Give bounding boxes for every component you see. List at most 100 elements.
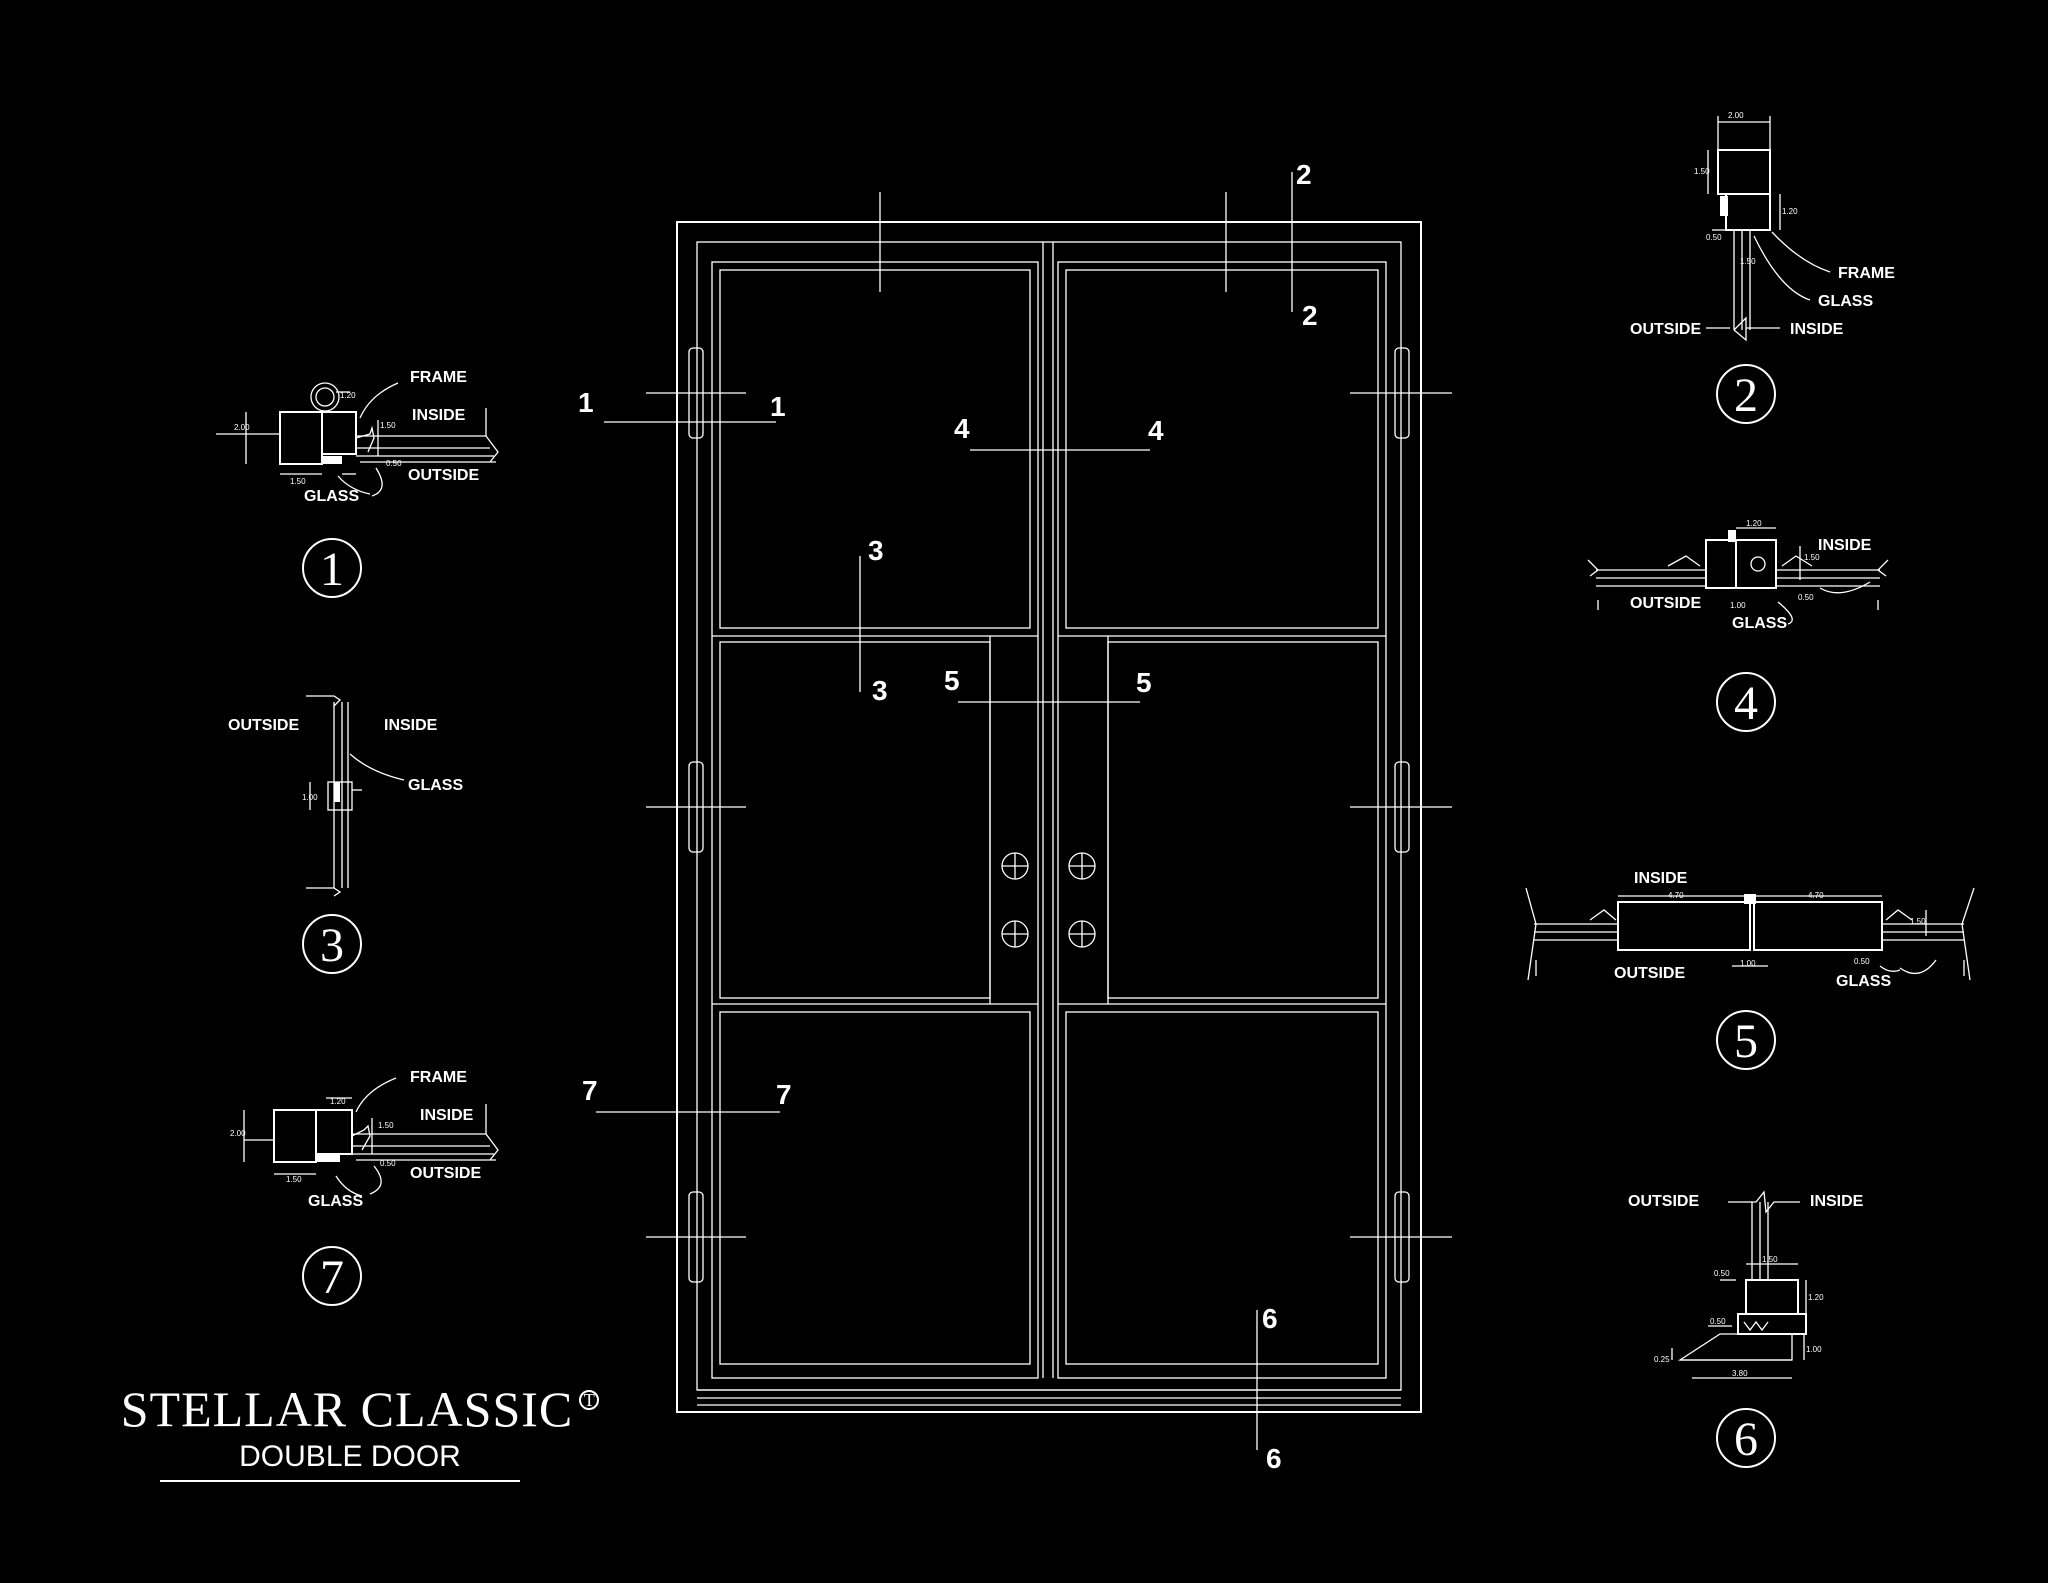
door-handles	[1001, 852, 1096, 948]
d5-dim-b: 4.70	[1808, 891, 1824, 900]
d7-outside-label: OUTSIDE	[410, 1165, 481, 1182]
detail-6: 1.50 0.50 1.20 0.50 1.00 0.25 3.80 OUTSI…	[1628, 1190, 1864, 1468]
subtitle: DOUBLE DOOR	[239, 1440, 461, 1473]
marker-6-a: 6	[1262, 1303, 1278, 1334]
d1-frame-label: FRAME	[410, 369, 467, 386]
detail-7: 1.20 1.50 0.50 1.50 2.00 FRAME INSIDE OU…	[230, 1069, 499, 1306]
d4-dim-b: 1.50	[1804, 553, 1820, 562]
d5-glass-label: GLASS	[1836, 973, 1891, 990]
elevation-markers: 1 1 2 2 3 3 4 4 5 5 6 6 7 7	[578, 159, 1318, 1474]
marker-3-a: 3	[868, 535, 884, 566]
d5-outside-label: OUTSIDE	[1614, 965, 1685, 982]
title-underline	[160, 1480, 520, 1482]
d3-dim-a: 1.00	[302, 793, 318, 802]
right-leaf	[1057, 261, 1387, 1379]
d2-outside-label: OUTSIDE	[1630, 321, 1701, 338]
d6-dim-f: 0.25	[1654, 1355, 1670, 1364]
marker-3-b: 3	[872, 675, 888, 706]
d3-glass-label: GLASS	[408, 777, 463, 794]
d5-dim-c: 1.50	[1910, 917, 1926, 926]
detail-7-number: 7	[320, 1251, 344, 1304]
marker-2-a: 2	[1296, 159, 1312, 190]
d1-outside-label: OUTSIDE	[408, 467, 479, 484]
d4-dim-a: 1.20	[1746, 519, 1762, 528]
d2-dim-a: 2.00	[1728, 111, 1744, 120]
d3-inside-label: INSIDE	[384, 717, 438, 734]
d1-glass-label: GLASS	[304, 488, 359, 505]
marker-1-b: 1	[770, 391, 786, 422]
left-bottom-panel	[719, 1011, 1031, 1365]
d6-outside-label: OUTSIDE	[1628, 1193, 1699, 1210]
d7-glass-label: GLASS	[308, 1193, 363, 1210]
d2-dim-e: 1.50	[1740, 257, 1756, 266]
marker-2-b: 2	[1302, 300, 1318, 331]
d7-dim-e: 2.00	[230, 1129, 246, 1138]
marker-5-b: 5	[1136, 667, 1152, 698]
d4-glass-label: GLASS	[1732, 615, 1787, 632]
d6-inside-label: INSIDE	[1810, 1193, 1864, 1210]
d2-dim-d: 0.50	[1706, 233, 1722, 242]
d7-dim-c: 0.50	[380, 1159, 396, 1168]
brand-title: STELLAR CLASSIC	[120, 1381, 574, 1437]
d1-dim-d: 1.50	[290, 477, 306, 486]
d7-dim-b: 1.50	[378, 1121, 394, 1130]
d2-frame-label: FRAME	[1838, 265, 1895, 282]
door-elevation	[596, 172, 1452, 1450]
d5-dim-a: 4.70	[1668, 891, 1684, 900]
d5-dim-d: 1.00	[1740, 959, 1756, 968]
marker-5-a: 5	[944, 665, 960, 696]
detail-5: 4.70 4.70 1.50 1.00 0.50 INSIDE OUTSIDE …	[1525, 870, 1975, 1070]
d6-dim-d: 0.50	[1710, 1317, 1726, 1326]
d7-dim-d: 1.50	[286, 1175, 302, 1184]
left-top-panel	[719, 269, 1031, 629]
right-top-panel	[1065, 269, 1379, 629]
detail-3: 1.00 OUTSIDE INSIDE GLASS 3	[228, 695, 463, 974]
detail-5-number: 5	[1734, 1015, 1758, 1068]
detail-6-number: 6	[1734, 1413, 1758, 1466]
d7-inside-label: INSIDE	[420, 1107, 474, 1124]
d4-dim-c: 1.00	[1730, 601, 1746, 610]
marker-4-b: 4	[1148, 415, 1164, 446]
d7-frame-label: FRAME	[410, 1069, 467, 1086]
d6-dim-e: 1.00	[1806, 1345, 1822, 1354]
marker-6-b: 6	[1266, 1443, 1282, 1474]
d6-dim-b: 0.50	[1714, 1269, 1730, 1278]
detail-3-number: 3	[320, 919, 344, 972]
d2-inside-label: INSIDE	[1790, 321, 1844, 338]
inner-frame	[696, 241, 1402, 1391]
right-bottom-panel	[1065, 1011, 1379, 1365]
d4-inside-label: INSIDE	[1818, 537, 1872, 554]
d2-glass-label: GLASS	[1818, 293, 1873, 310]
d2-dim-b: 1.50	[1694, 167, 1710, 176]
d1-inside-label: INSIDE	[412, 407, 466, 424]
d6-dim-c: 1.20	[1808, 1293, 1824, 1302]
detail-2: 2.00 1.50 1.20 0.50 1.50 FRAME GLASS OUT…	[1630, 111, 1895, 424]
d1-dim-b: 1.50	[380, 421, 396, 430]
left-leaf	[711, 261, 1039, 1379]
detail-4-number: 4	[1734, 677, 1758, 730]
d5-dim-e: 0.50	[1854, 957, 1870, 966]
d1-dim-e: 2.00	[234, 423, 250, 432]
outer-frame	[676, 221, 1422, 1413]
d6-dim-a: 1.50	[1762, 1255, 1778, 1264]
detail-1: 1.20 1.50 0.50 1.50 2.00 FRAME INSIDE OU…	[216, 369, 499, 598]
detail-4: 1.20 1.50 1.00 0.50 INSIDE OUTSIDE GLASS…	[1587, 519, 1889, 732]
detail-1-number: 1	[320, 543, 344, 596]
d5-inside-label: INSIDE	[1634, 870, 1688, 887]
d1-dim-a: 1.20	[340, 391, 356, 400]
d2-dim-c: 1.20	[1782, 207, 1798, 216]
d4-dim-d: 0.50	[1798, 593, 1814, 602]
d3-outside-label: OUTSIDE	[228, 717, 299, 734]
trademark-mark: T	[579, 1390, 600, 1410]
d6-dim-g: 3.80	[1732, 1369, 1748, 1378]
section-cut-lines	[596, 172, 1293, 1450]
marker-1-a: 1	[578, 387, 594, 418]
marker-4-a: 4	[954, 413, 970, 444]
d4-outside-label: OUTSIDE	[1630, 595, 1701, 612]
detail-2-number: 2	[1734, 369, 1758, 422]
d7-dim-a: 1.20	[330, 1097, 346, 1106]
hinges	[646, 347, 1452, 1283]
